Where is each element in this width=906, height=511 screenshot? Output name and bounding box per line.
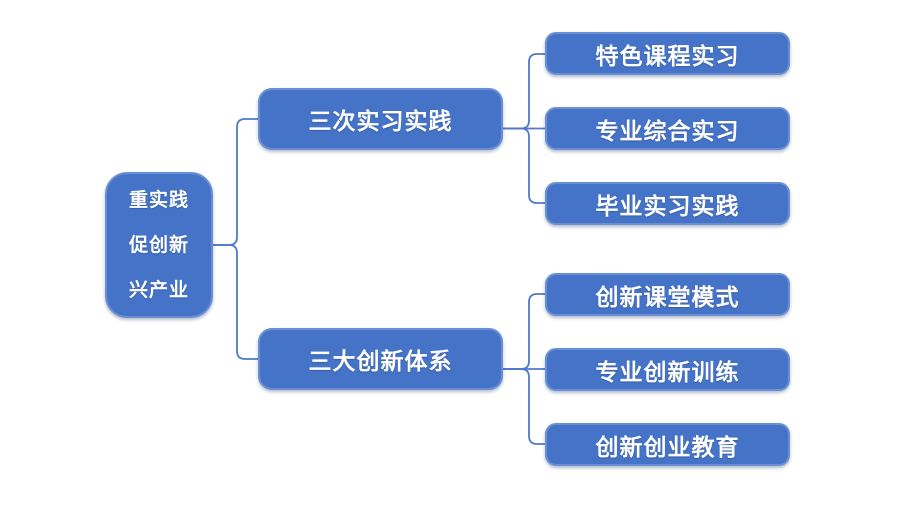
- leaf-node-professional-innovation-training: 专业创新训练: [545, 348, 790, 391]
- leaf-node-special-course-internship: 特色课程实习: [545, 32, 790, 75]
- root-node: 重实践 促创新 兴产业: [105, 172, 213, 318]
- leaf-node-professional-comprehensive-internship: 专业综合实习: [545, 107, 790, 150]
- connector-root-branch2: [212, 244, 259, 360]
- connector-branch2-leaf4: [502, 293, 546, 370]
- connector-branch1-leaf3: [502, 127, 546, 204]
- connector-branch2-leaf6: [502, 368, 546, 445]
- connector-root-branch1: [212, 118, 259, 246]
- leaf-node-graduation-internship-practice: 毕业实习实践: [545, 182, 790, 225]
- root-node-line-1: 重实践: [128, 189, 189, 211]
- root-node-line-3: 兴产业: [128, 279, 189, 301]
- branch-node-practice: 三次实习实践: [258, 88, 503, 150]
- root-node-line-2: 促创新: [128, 234, 189, 256]
- branch-node-innovation: 三大创新体系: [258, 328, 503, 390]
- leaf-node-innovative-classroom-model: 创新课堂模式: [545, 273, 790, 316]
- leaf-node-innovation-entrepreneurship-education: 创新创业教育: [545, 423, 790, 466]
- connector-branch1-leaf1: [502, 53, 546, 130]
